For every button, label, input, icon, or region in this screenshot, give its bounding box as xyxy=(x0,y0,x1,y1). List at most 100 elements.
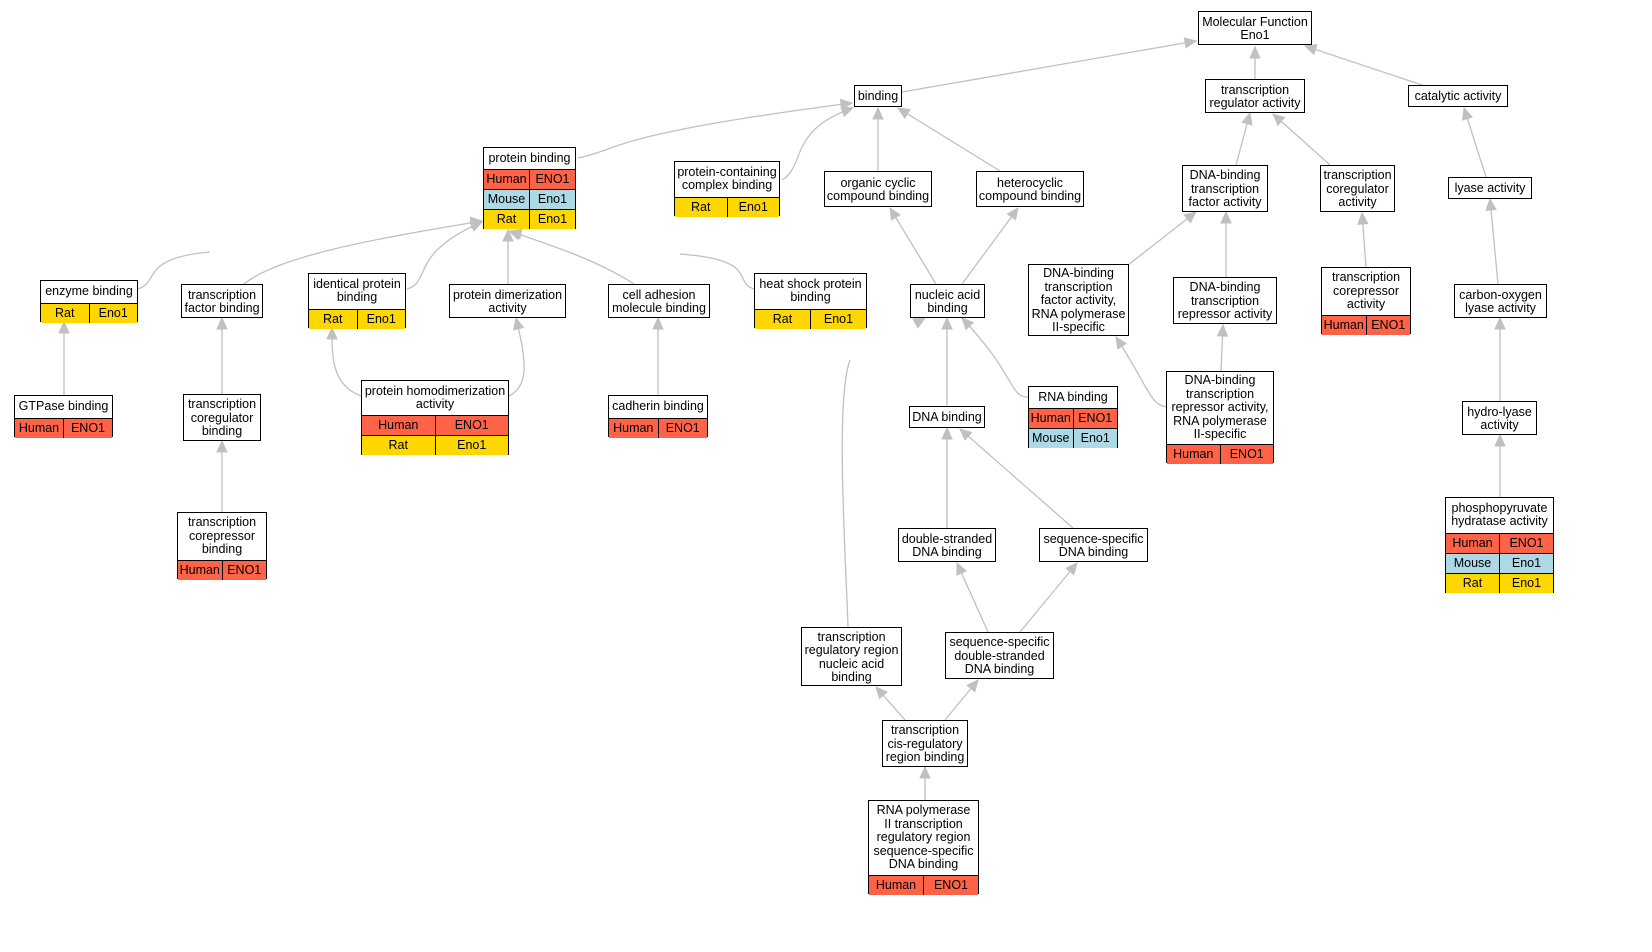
edge-hla-to-colya xyxy=(1494,316,1506,401)
go-term-node-dbtfa[interactable]: DNA-binding transcription factor activit… xyxy=(1182,165,1268,212)
edge-ipb-to-pb xyxy=(406,221,484,290)
arrowhead xyxy=(1065,562,1078,576)
edge-dbtra-to-dbtfa xyxy=(1220,210,1232,277)
go-term-label: catalytic activity xyxy=(1414,89,1502,104)
edge-line xyxy=(1115,336,1167,408)
go-term-node-tfb[interactable]: transcription factor binding xyxy=(181,284,263,318)
edge-pda-to-pb xyxy=(502,228,514,284)
go-term-label: DNA-binding transcription repressor acti… xyxy=(1177,280,1273,322)
gene-cell: ENO1 xyxy=(657,418,707,438)
species-cell: Human xyxy=(869,875,923,895)
go-term-label: transcription corepressor activity xyxy=(1331,270,1401,311)
edge-dbtra2-to-dbtfa2 xyxy=(1115,335,1167,408)
go-term-node-binding[interactable]: binding xyxy=(854,85,902,107)
go-term-label: sequence-specific DNA binding xyxy=(1043,531,1144,559)
edge-line xyxy=(901,40,1197,93)
arrowhead xyxy=(1183,37,1198,49)
go-term-label: transcription regulatory region nucleic … xyxy=(804,629,899,684)
gene-cell: ENO1 xyxy=(529,169,575,189)
gene-cell: Eno1 xyxy=(1499,573,1553,593)
go-term-label: RNA polymerase II transcription regulato… xyxy=(873,803,974,871)
edge-line xyxy=(1019,562,1078,633)
arrowhead xyxy=(941,316,953,330)
species-cell: Human xyxy=(609,418,658,438)
go-term-label: identical protein binding xyxy=(313,276,401,305)
species-cell: Rat xyxy=(755,309,810,329)
go-term-node-hla[interactable]: hydro-lyase activity xyxy=(1462,401,1537,435)
go-term-node-dsdna[interactable]: double-stranded DNA binding xyxy=(898,528,996,562)
arrowhead xyxy=(1183,211,1197,224)
go-term-node-lyase[interactable]: lyase activity xyxy=(1448,177,1532,199)
go-term-node-dbtra2[interactable]: DNA-binding transcription repressor acti… xyxy=(1166,371,1274,464)
arrowhead xyxy=(961,317,975,331)
species-cell: Human xyxy=(1029,409,1073,428)
go-term-node-tra[interactable]: transcription regulator activity xyxy=(1205,79,1305,113)
go-term-node-pda[interactable]: protein dimerization activity xyxy=(449,284,566,318)
species-cell: Human xyxy=(1322,315,1366,335)
edge-line xyxy=(1304,45,1423,86)
go-term-node-nab[interactable]: nucleic acid binding xyxy=(910,284,985,318)
go-term-node-ssdna[interactable]: sequence-specific DNA binding xyxy=(1039,528,1148,562)
edge-line xyxy=(243,220,483,285)
edge-dbtra2-to-dbtra xyxy=(1216,323,1229,372)
edge-dsdna-to-dnab xyxy=(941,426,953,528)
go-term-label: hydro-lyase activity xyxy=(1467,404,1532,432)
arrowhead xyxy=(1220,210,1232,224)
gene-cell: Eno1 xyxy=(810,309,866,329)
gene-cell: ENO1 xyxy=(923,875,978,895)
go-term-node-trrnab[interactable]: transcription regulatory region nucleic … xyxy=(801,627,902,686)
edge-line xyxy=(961,207,1019,285)
edge-tcrrb-to-trrnab xyxy=(875,686,906,721)
edge-line xyxy=(1463,107,1487,178)
edge-nab-to-ocb xyxy=(889,206,937,285)
arrowhead xyxy=(1006,207,1019,221)
go-term-label: cadherin binding xyxy=(612,399,704,413)
edge-cat-to-mf xyxy=(1303,44,1423,86)
go-term-node-tcoa[interactable]: transcription coregulator activity xyxy=(1320,165,1395,212)
gene-cell: ENO1 xyxy=(1365,315,1410,335)
go-term-node-hcb[interactable]: heterocyclic compound binding xyxy=(976,171,1084,207)
go-term-label: RNA binding xyxy=(1038,389,1108,404)
arrowhead xyxy=(889,206,901,221)
go-term-label: nucleic acid binding xyxy=(914,287,981,315)
go-term-node-cat[interactable]: catalytic activity xyxy=(1408,85,1508,107)
go-term-node-tcrrb[interactable]: transcription cis-regulatory region bind… xyxy=(882,720,968,767)
gene-cell: ENO1 xyxy=(63,418,112,438)
go-term-node-dbtfa2[interactable]: DNA-binding transcription factor activit… xyxy=(1028,264,1129,336)
arrowhead xyxy=(875,686,888,700)
go-term-node-dbtra[interactable]: DNA-binding transcription repressor acti… xyxy=(1173,277,1277,324)
go-term-node-colya[interactable]: carbon-oxygen lyase activity xyxy=(1454,284,1547,318)
go-term-node-camb[interactable]: cell adhesion molecule binding xyxy=(608,284,710,318)
go-term-node-ssdsdna[interactable]: sequence-specific double-stranded DNA bi… xyxy=(945,632,1054,679)
gene-cell: ENO1 xyxy=(1499,533,1553,553)
go-term-node-mf[interactable]: Molecular Function Eno1 xyxy=(1198,11,1312,45)
arrowhead xyxy=(1303,44,1318,56)
go-term-node-tcob[interactable]: transcription coregulator binding xyxy=(183,394,261,441)
go-term-node-ocb[interactable]: organic cyclic compound binding xyxy=(824,171,932,207)
go-term-label: protein-containing complex binding xyxy=(677,164,777,193)
go-term-label: DNA-binding transcription factor activit… xyxy=(1031,266,1126,335)
arrowhead xyxy=(959,428,973,441)
go-term-node-dnab[interactable]: DNA binding xyxy=(909,406,985,428)
go-term-node-rnap[interactable]: RNA polymerase II transcription regulato… xyxy=(868,800,979,895)
species-cell: Human xyxy=(15,418,63,438)
